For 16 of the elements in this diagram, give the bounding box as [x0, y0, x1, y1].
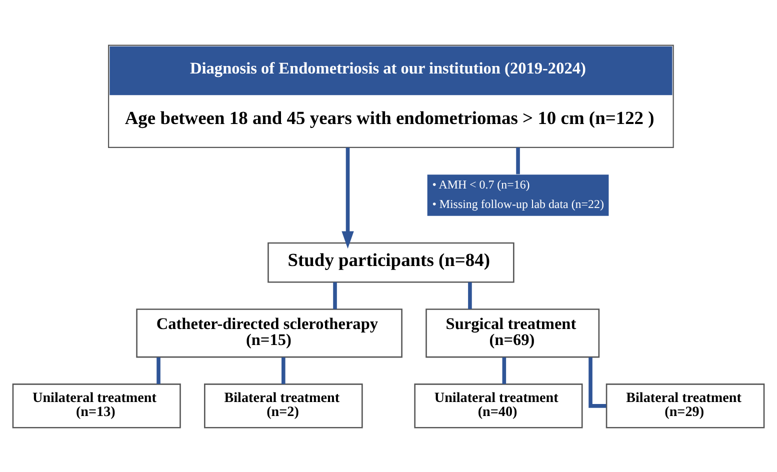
node-box: • AMH < 0.7 (n=16) • Missing follow-up lab data (n=22) [427, 174, 609, 216]
arrow [342, 147, 354, 248]
connector [282, 356, 286, 384]
connector [333, 282, 337, 309]
node-box: Unilateral treatment (n=13) [12, 383, 181, 428]
node-box: Bilateral treatment (n=2) [204, 383, 363, 428]
node-box: Bilateral treatment (n=29) [606, 383, 765, 428]
connector [156, 356, 160, 384]
connector [502, 356, 506, 384]
connector [588, 356, 606, 408]
connector [468, 282, 472, 309]
node-box: Catheter-directed sclerotherapy (n=15) [136, 308, 402, 358]
connector [516, 147, 520, 174]
node-box: Unilateral treatment (n=40) [414, 383, 583, 428]
node-box: Study participants (n=84) [268, 242, 514, 282]
node-box: Surgical treatment (n=69) [426, 308, 600, 358]
